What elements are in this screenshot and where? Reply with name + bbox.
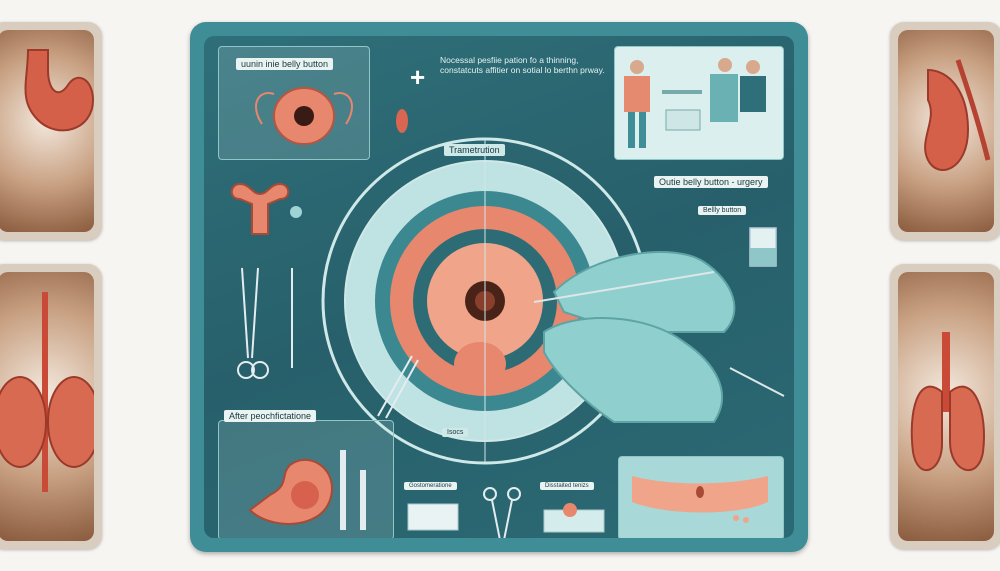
stomach-syringe-illustration <box>248 450 366 530</box>
surgical-scissors-icon <box>237 267 293 379</box>
outie-label: Outie belly button - urgery <box>654 176 768 188</box>
surgeons-illustration <box>624 58 766 148</box>
capsule-icon <box>396 109 408 133</box>
belly-button-label: uunin inie belly button <box>236 58 334 70</box>
navel-diagram-icon <box>255 87 353 145</box>
forceps-icon <box>377 355 419 419</box>
side-card-stomach <box>0 22 102 240</box>
central-diagram <box>321 137 649 465</box>
side-card-lungs <box>890 264 1000 549</box>
gauze-icon <box>407 503 459 531</box>
gloved-hands-illustration <box>534 251 785 423</box>
organ-illustration <box>924 59 991 171</box>
ring-small-label: Isocs <box>442 428 469 437</box>
side-card-kidneys <box>0 264 102 549</box>
beaker-icon <box>749 227 777 267</box>
bottom-label-1: Gostomeratione <box>404 482 457 490</box>
dot-icon <box>290 206 302 218</box>
plus-icon: + <box>410 62 426 92</box>
uterus-icon <box>230 182 290 235</box>
navel-result-illustration <box>632 476 768 523</box>
bottom-label-2: Disstaited tenizs <box>540 482 594 490</box>
kidney-illustration <box>0 292 94 492</box>
after-label: After peochfictatione <box>224 410 317 422</box>
ring-label: Trametrution <box>444 144 505 156</box>
scissors-icon <box>483 487 521 538</box>
infographic-board: uunin inie belly button + Nocessal pesfi… <box>204 36 794 538</box>
lungs-illustration <box>910 332 985 472</box>
belly-label: Bellly button <box>698 206 747 215</box>
top-caption: Nocessal pesfiie pation fo a thinning, c… <box>440 55 605 75</box>
infographic-frame: uunin inie belly button + Nocessal pesfi… <box>190 22 808 552</box>
stomach-illustration <box>24 49 94 132</box>
side-card-organ <box>890 22 1000 240</box>
tray-icon <box>543 503 605 533</box>
